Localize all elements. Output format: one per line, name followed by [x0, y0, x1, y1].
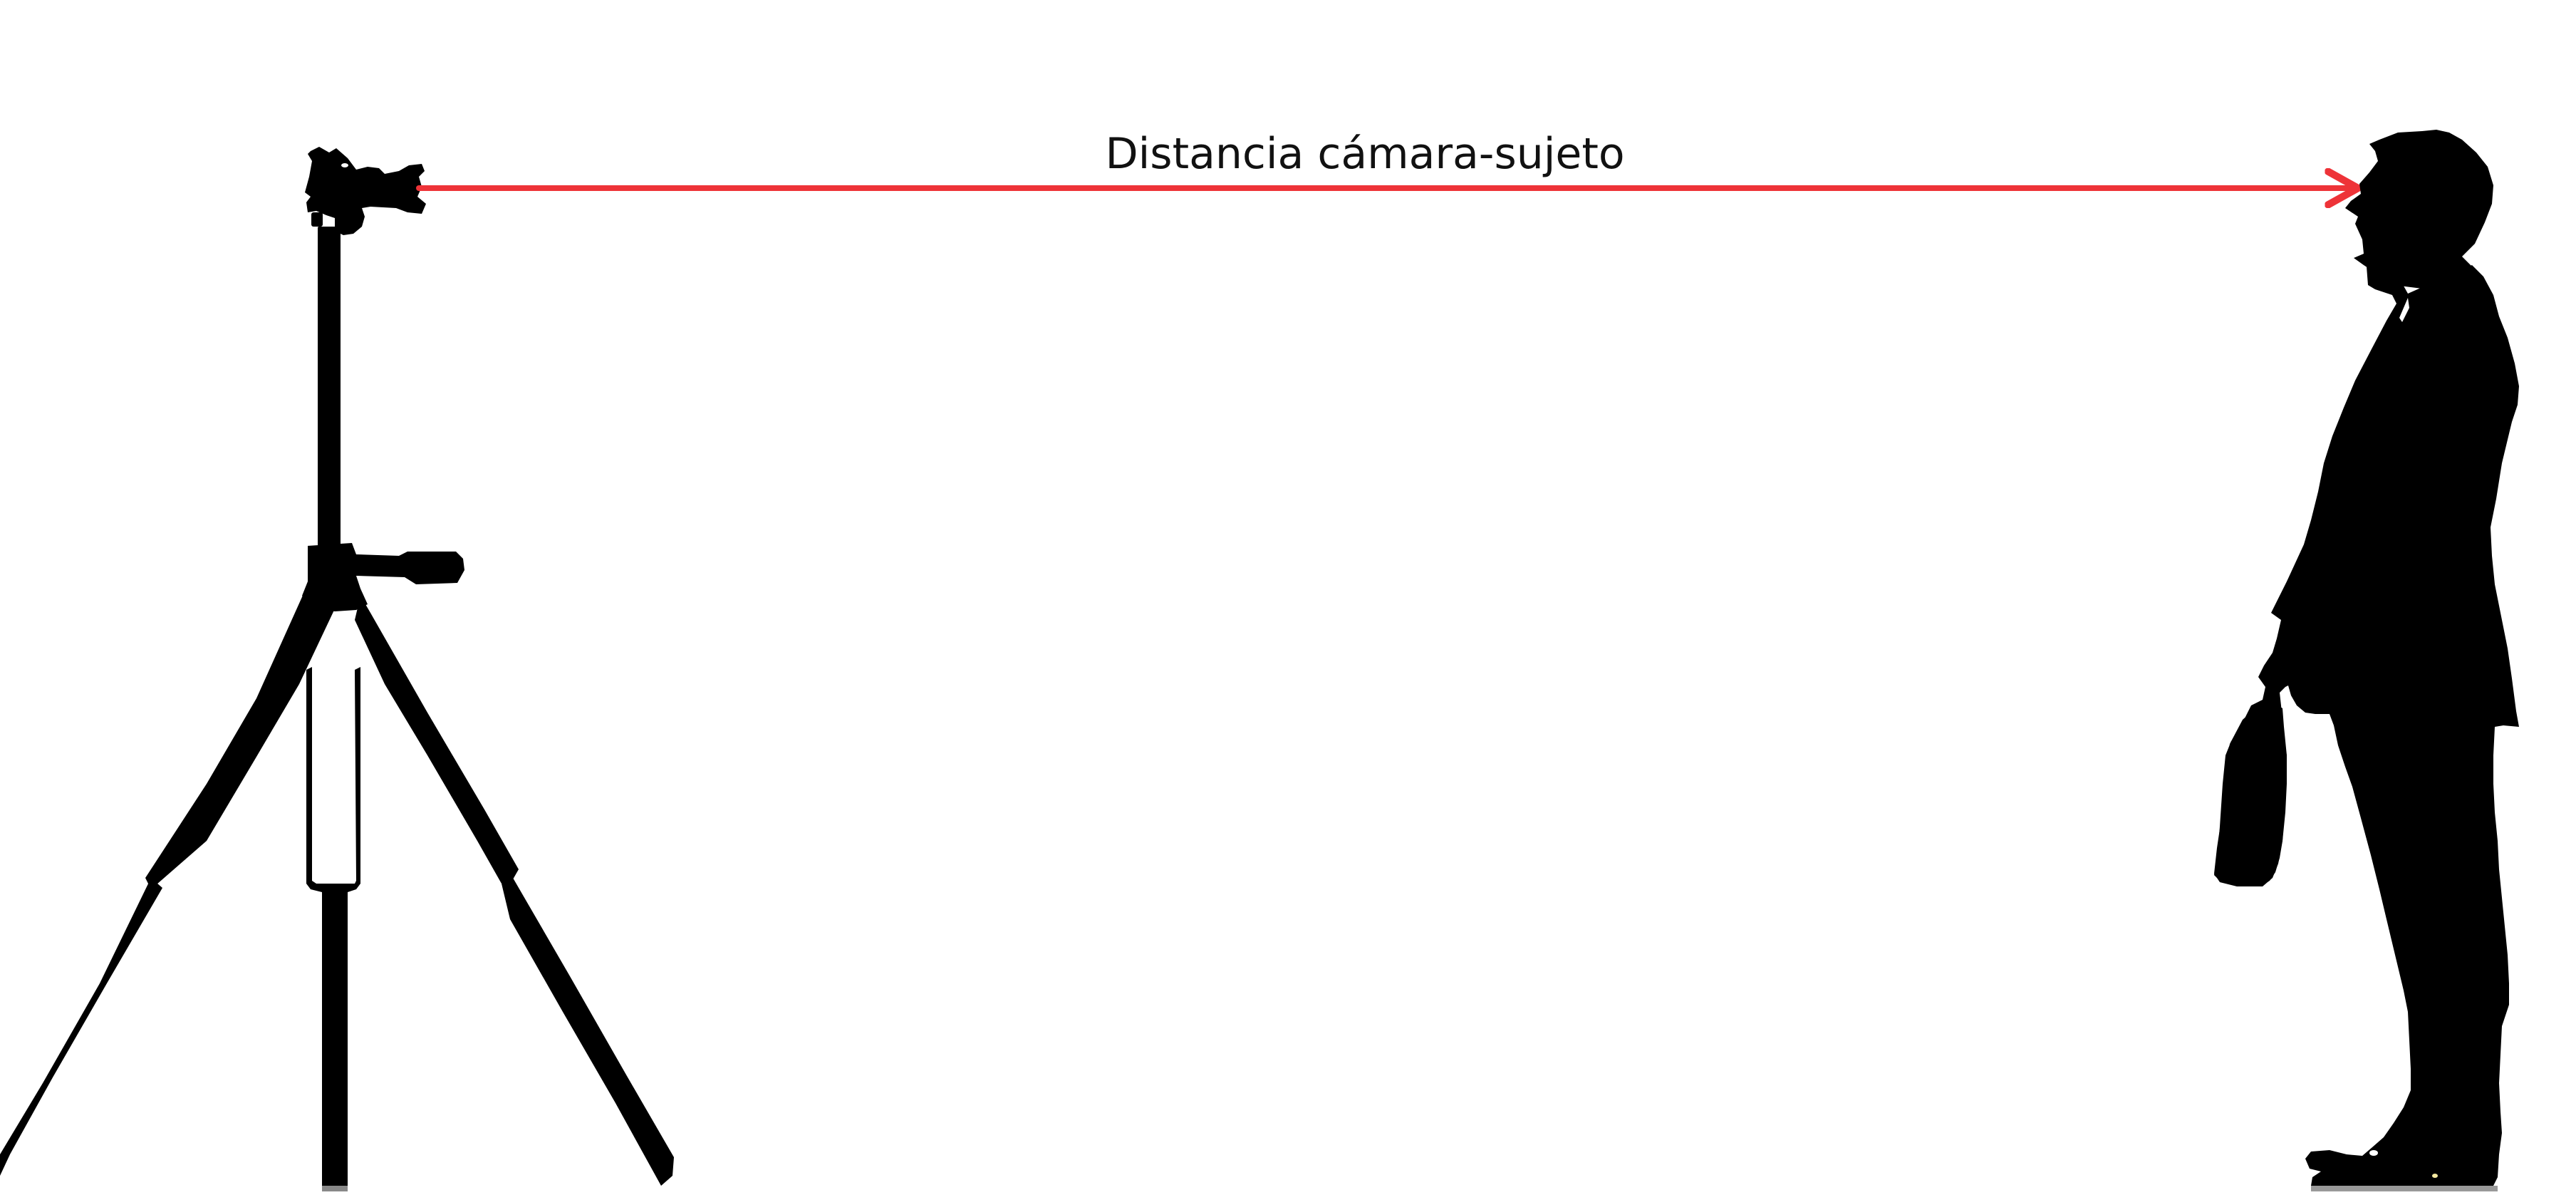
distance-label: Distancia cámara-sujeto — [1105, 129, 1624, 179]
tripod-head — [302, 543, 464, 611]
person-head — [2345, 130, 2493, 292]
standing-person-with-briefcase-icon — [2214, 130, 2519, 1191]
tripod-leg-right — [355, 596, 674, 1186]
camera-on-tripod-icon — [0, 147, 674, 1191]
tripod-column — [311, 212, 341, 546]
camera-icon — [305, 147, 426, 235]
person-body — [2214, 265, 2519, 1191]
tripod-leg-center — [306, 667, 360, 1191]
briefcase-icon — [2214, 703, 2287, 886]
tripod-leg-left — [0, 584, 336, 1176]
